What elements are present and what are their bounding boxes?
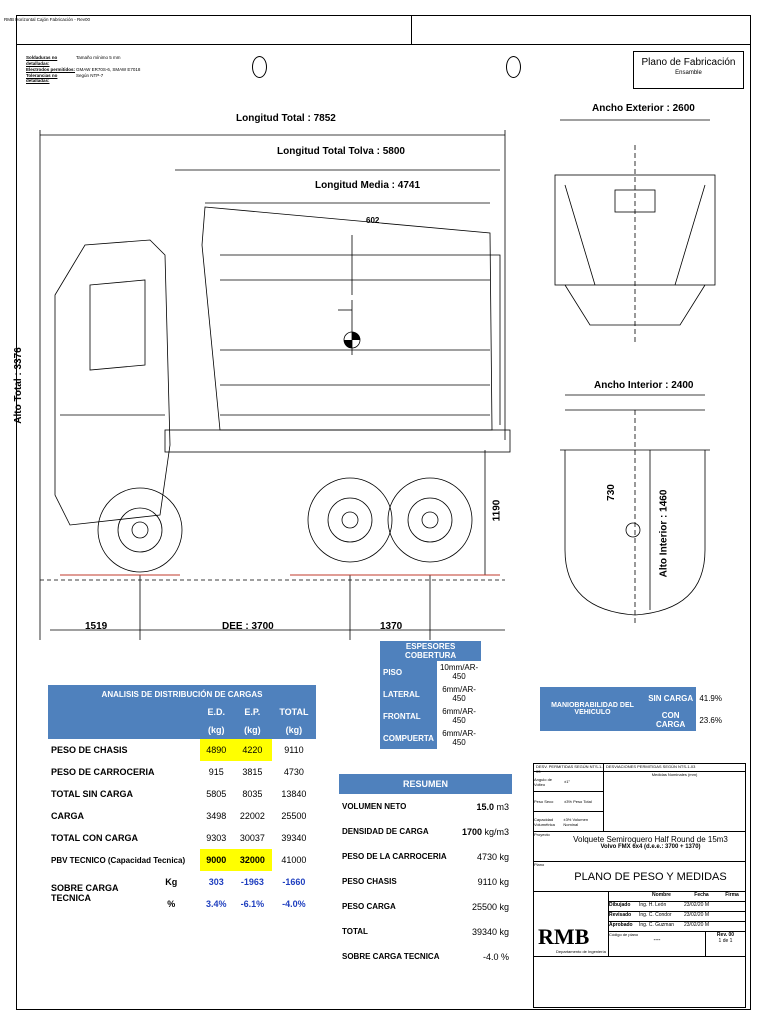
dim-front-overhang: 1519 [85,621,108,632]
dim-ancho-exterior: Ancho Exterior : 2600 [592,103,695,114]
plan-title: Plano de Fabricación [641,57,736,68]
file-label: RMB Horizontal Cajón Fabricación - Rev00 [4,17,91,22]
dim-ancho-interior: Ancho Interior : 2400 [594,380,694,391]
distribucion-table: ANALISIS DE DISTRIBUCIÓN DE CARGAS E.D. … [48,685,316,915]
drawing-frame [16,15,751,1010]
dim-longitud-total: Longitud Total : 7852 [236,113,336,124]
table-row: PESO DE CARROCERIA 915 3815 4730 [51,767,304,777]
dim-dee: DEE : 3700 [222,621,274,632]
dim-longitud-tolva: Longitud Total Tolva : 5800 [277,146,405,157]
distribucion-title: ANALISIS DE DISTRIBUCIÓN DE CARGAS [48,685,316,703]
table-row: PESO DE CHASIS 4890 4220 9110 [48,739,316,761]
resumen-title: RESUMEN [339,774,512,794]
dim-alto-interior: Alto Interior : 1460 [658,489,670,578]
table-row: SOBRE CARGA TECNICA-4.0 % [342,951,509,962]
plan-title-box: Plano de Fabricación Ensamble [633,51,744,89]
table-row: TOTAL CON CARGA 9303 30037 39340 [51,833,307,843]
truck-side-view [39,130,511,640]
table-row: CARGA 3498 22002 25500 [51,811,307,821]
dim-longitud-media: Longitud Media : 4741 [315,180,421,191]
table-row: SOBRE CARGA TECNICA Kg 303 -1963 -1660 [51,877,306,903]
dim-alto-total: Alto Total : 3376 [12,347,24,424]
dim-cg-offset: 602 [366,216,380,225]
registration-mark-right [506,56,521,78]
plan-code: --- [653,937,661,944]
dim-altura-chasis: 1190 [491,499,503,522]
header-divider [16,44,751,45]
table-row: PBV TECNICO (Capacidad Tecnica) 9000 320… [48,849,316,871]
maniobrabilidad-table: MANIOBRABILIDAD DEL VEHICULO SIN CARGA 4… [540,687,725,731]
dim-rear-overhang: 1370 [380,621,403,632]
revision: Rev. 00 [716,932,735,938]
table-row: TOTAL SIN CARGA 5805 8035 13840 [51,789,307,799]
vehicle-spec: Volvo FMX 6x4 (d.e.e.: 3700 + 1370) [600,844,701,850]
plan-name: PLANO DE PESO Y MEDIDAS [574,871,727,883]
registration-mark-left [252,56,267,78]
table-row: % 3.4% -6.1% -4.0% [167,899,306,909]
project-name: Volquete Semiroquero Half Round de 15m3 [573,835,728,844]
rear-view-interior [560,394,710,625]
espesores-title: ESPESORES COBERTURA [380,641,482,661]
page-number: 1 de 1 [718,938,733,944]
dim-cg-height: 730 [605,484,617,501]
plan-subtitle: Ensamble [675,70,702,76]
fabrication-notes: Soldaduras no detalladas:Tamaño mínimo 5… [26,55,141,84]
rmb-logo: RMB [538,924,590,949]
title-block: DESV. PERMITIDAS SEGÚN NTS-1-03 DESVIACI… [533,763,746,1008]
header-split [411,15,412,44]
rear-view-exterior [554,119,716,345]
